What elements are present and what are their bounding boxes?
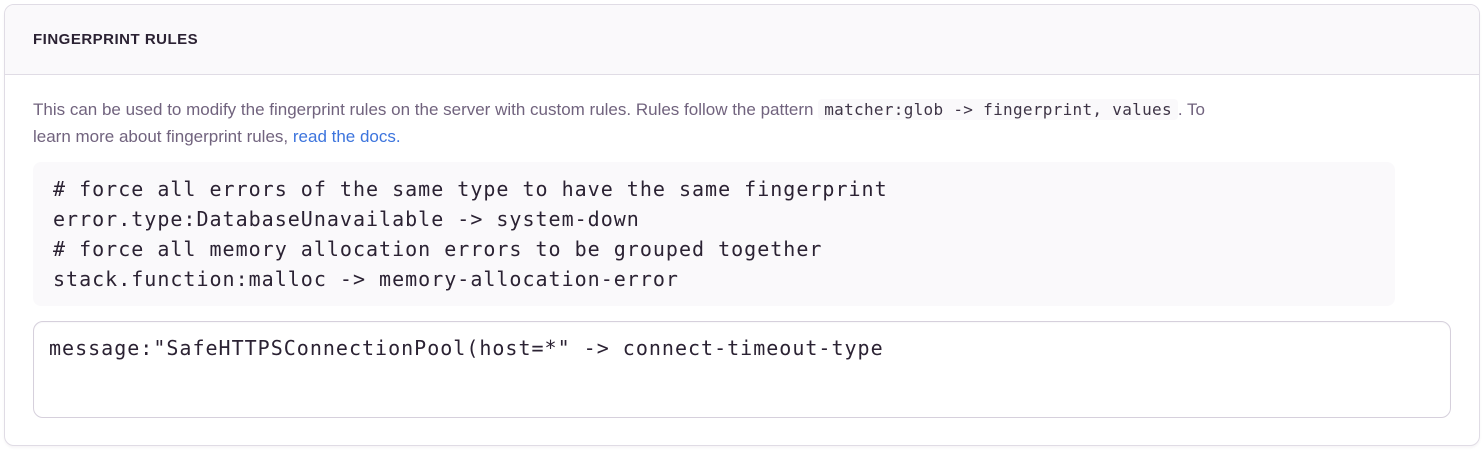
example-line: # force all errors of the same type to h…	[53, 177, 888, 201]
description-part-3: learn more about fingerprint rules,	[33, 127, 289, 146]
example-line: # force all memory allocation errors to …	[53, 237, 823, 261]
example-rules-block: # force all errors of the same type to h…	[33, 162, 1395, 306]
example-line: error.type:DatabaseUnavailable -> system…	[53, 207, 640, 231]
pattern-inline-code: matcher:glob -> fingerprint, values	[818, 99, 1178, 120]
read-the-docs-link[interactable]: read the docs.	[292, 127, 401, 146]
panel-title: FINGERPRINT RULES	[33, 31, 199, 48]
description-text: This can be used to modify the fingerpri…	[33, 96, 1451, 150]
description-part-1: This can be used to modify the fingerpri…	[33, 100, 814, 119]
fingerprint-rules-panel: FINGERPRINT RULES This can be used to mo…	[4, 4, 1480, 446]
panel-body: This can be used to modify the fingerpri…	[5, 75, 1479, 445]
fingerprint-rules-input[interactable]: message:"SafeHTTPSConnectionPool(host=*"…	[33, 321, 1451, 418]
description-part-2: . To	[1177, 100, 1205, 119]
example-line: stack.function:malloc -> memory-allocati…	[53, 267, 679, 291]
panel-header: FINGERPRINT RULES	[5, 5, 1479, 75]
